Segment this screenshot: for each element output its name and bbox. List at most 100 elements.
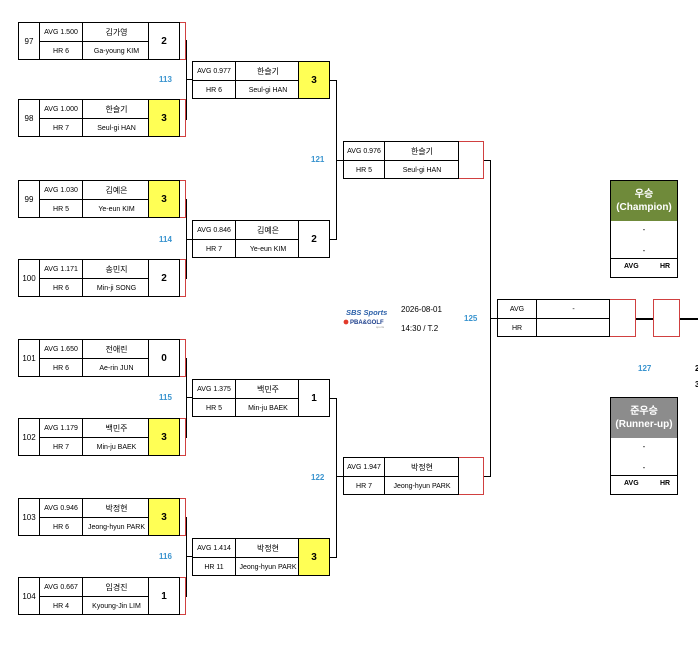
final-avg-value: -	[572, 306, 575, 313]
player-avg: AVG 0.846	[197, 227, 231, 234]
champion-line-1: -	[642, 225, 646, 234]
r1-connector	[180, 180, 186, 218]
match-number: 102	[19, 419, 40, 455]
r1-player-card-98: 98 AVG 1.000 한슬기 HR 7 Seul-gi HAN 3	[18, 99, 180, 137]
runner-up-subtitle: (Runner-up)	[615, 419, 673, 430]
runner-up-header: 준우승 (Runner-up)	[611, 398, 677, 438]
player-avg: AVG 0.977	[197, 68, 231, 75]
player-score: 3	[148, 100, 179, 136]
player-hr: HR 6	[53, 48, 69, 55]
player-name-en: Ga-young KIM	[93, 48, 140, 55]
bracket-line	[186, 517, 187, 597]
player-name-kr: 백민주	[256, 385, 280, 394]
match-number-114: 114	[159, 235, 172, 244]
bracket-line	[186, 358, 187, 438]
final-hr-label: HR	[511, 325, 523, 332]
match-number-121: 121	[311, 155, 325, 164]
r1-connector	[180, 22, 186, 60]
champion-line-2: -	[642, 246, 646, 255]
r1-player-card-99: 99 AVG 1.030 김예은 HR 5 Ye-eun KIM 3	[18, 180, 180, 218]
svg-text:sports: sports	[376, 325, 385, 329]
player-name-en: Jeong-hyun PARK	[87, 524, 146, 531]
match-number-125: 125	[464, 314, 478, 323]
champion-subtitle: (Champion)	[616, 202, 672, 213]
player-name-en: Jeong-hyun PARK	[393, 483, 451, 490]
player-score: 3	[148, 499, 179, 535]
bracket-line	[186, 40, 187, 120]
player-avg: AVG 1.947	[347, 464, 381, 471]
r3-connector	[459, 457, 484, 495]
player-score: 3	[148, 419, 179, 455]
match-number: 100	[19, 260, 40, 296]
player-avg: AVG 1.414	[197, 545, 231, 552]
bracket-line	[330, 239, 337, 240]
player-name-kr: 김가영	[105, 28, 128, 37]
event-time-table: 14:30 / T.2	[401, 324, 439, 333]
final-avg-label: AVG	[509, 306, 525, 313]
final-player-card: AVG - HR	[497, 299, 610, 337]
r1-player-card-104: 104 AVG 0.667 임경진 HR 4 Kyoung-Jin LIM 1	[18, 577, 180, 615]
player-hr: HR 6	[53, 524, 69, 531]
player-name-kr: 박정현	[105, 504, 128, 513]
bracket-line	[186, 556, 192, 557]
logo-bottom-text: PBA&GOLF	[350, 320, 384, 326]
runner-up-line-2: -	[642, 463, 646, 472]
runner-up-box: 준우승 (Runner-up) - - AVG HR	[610, 397, 678, 495]
player-name-kr: 한슬기	[410, 147, 434, 156]
champion-box: 우승 (Champion) - - AVG HR	[610, 180, 678, 278]
player-name-en: Ae-rin JUN	[99, 365, 134, 372]
champion-footer: AVG HR	[611, 258, 677, 277]
match-number-122: 122	[311, 473, 325, 482]
champion-header: 우승 (Champion)	[611, 181, 677, 221]
runner-up-line-1: -	[642, 442, 646, 451]
bracket-line	[336, 160, 343, 161]
player-score: 3	[298, 62, 329, 98]
final-connector	[653, 299, 680, 337]
bracket-line	[336, 398, 337, 558]
player-name-kr: 임경진	[105, 583, 128, 592]
match-number: 97	[19, 23, 40, 59]
player-name-kr: 박정현	[256, 544, 280, 553]
r3-connector	[459, 141, 484, 179]
r1-player-card-102: 102 AVG 1.179 백민주 HR 7 Min-ju BAEK 3	[18, 418, 180, 456]
r2-player-card-113: AVG 0.977 한슬기 HR 6 Seul-gi HAN 3	[192, 61, 330, 99]
runner-up-title: 준우승	[630, 405, 658, 417]
player-name-en: Kyoung-Jin LIM	[92, 603, 141, 610]
player-hr: HR 5	[356, 167, 372, 174]
bracket-line	[330, 557, 337, 558]
player-score: 2	[148, 260, 179, 296]
player-avg: AVG 1.650	[44, 346, 78, 353]
logo-top-text: SBS Sports	[346, 308, 387, 317]
player-name-kr: 김예은	[105, 186, 128, 195]
bracket-line	[186, 239, 192, 240]
bracket-line	[186, 397, 192, 398]
r3-player-card-121: AVG 0.976 한슬기 HR 5 Seul-gi HAN	[343, 141, 459, 179]
player-avg: AVG 1.500	[44, 29, 78, 36]
player-name-en: Seul-gi HAN	[402, 167, 442, 174]
match-number: 98	[19, 100, 40, 136]
player-score: 3	[148, 181, 179, 217]
bracket-line	[490, 318, 497, 319]
player-name-en: Min-ju BAEK	[96, 444, 137, 451]
match-number-partial-2: 3	[695, 380, 698, 389]
bracket-line	[330, 80, 337, 81]
match-number-113: 113	[159, 75, 172, 84]
bracket-line	[336, 476, 343, 477]
player-hr: HR 7	[53, 444, 69, 451]
player-hr: HR 6	[206, 87, 222, 94]
r1-player-card-97: 97 AVG 1.500 김가영 HR 6 Ga-young KIM 2	[18, 22, 180, 60]
r2-player-card-116: AVG 1.414 박정현 HR 11 Jeong-hyun PARK 3	[192, 538, 330, 576]
bracket-line	[680, 318, 698, 320]
player-name-en: Min-ji SONG	[96, 285, 137, 292]
player-name-kr: 전애린	[105, 345, 128, 354]
event-date: 2026-08-01	[401, 305, 442, 314]
player-score: 0	[148, 340, 179, 376]
player-name-en: Ye-eun KIM	[249, 246, 287, 253]
player-name-en: Ye-eun KIM	[98, 206, 135, 213]
player-name-en: Min-ju BAEK	[248, 405, 288, 412]
match-number: 103	[19, 499, 40, 535]
bracket-line	[484, 476, 491, 477]
r1-connector	[180, 577, 186, 615]
player-score: 2	[298, 221, 329, 257]
sbs-sports-pba-golf-logo: SBS Sports PBA&GOLF sports	[343, 308, 387, 329]
